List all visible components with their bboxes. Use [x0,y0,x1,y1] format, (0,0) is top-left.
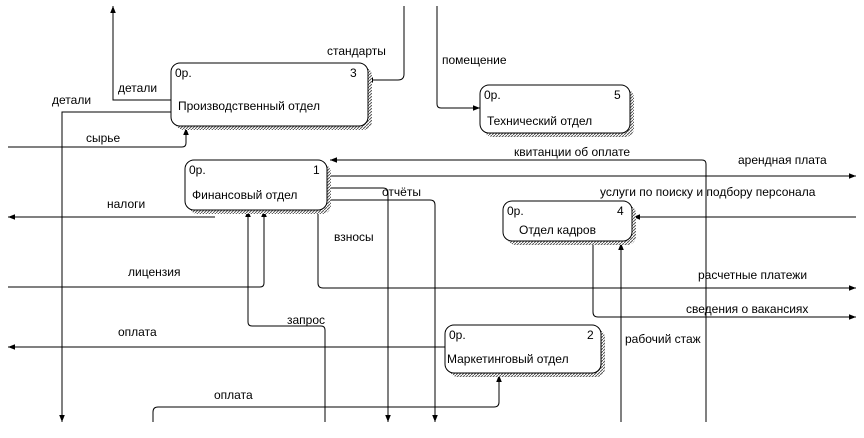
box-1-cost: 0р. [189,163,206,177]
arrow-details-down [59,111,172,422]
label-standards: стандарты [327,44,386,58]
box-5-number: 5 [614,88,621,102]
process-box-1: 0р. 1 Финансовый отдел [184,159,331,214]
arrow-payment-bottom [152,375,502,422]
box-5-cost: 0р. [484,88,501,102]
label-vacancy-info: сведения о вакансиях [686,302,808,316]
label-rent: арендная плата [738,153,827,167]
label-premises: помещение [442,53,507,67]
arrow-standards [366,6,405,83]
box-4-number: 4 [617,204,624,218]
arrow-vacancies [592,243,856,320]
arrow-reports [330,199,438,422]
label-raw-materials: сырье [86,131,121,145]
arrow-request [245,210,326,422]
arrow-labels: стандарты помещение детали детали сырье … [52,44,827,402]
arrows [8,6,856,422]
process-box-2: 0р. 2 Маркетинговый отдел [444,324,605,377]
box-2-cost: 0р. [449,328,466,342]
box-2-number: 2 [587,328,594,342]
process-box-3: 0р. 3 Производственный отдел [170,62,372,130]
label-details-outer: детали [52,93,91,107]
label-settlement-payments: расчетные платежи [698,268,807,282]
box-3-title: Производственный отдел [178,99,320,113]
arrow-payment-receipts [330,157,707,422]
box-1-number: 1 [313,163,320,177]
process-box-4: 0р. 4 Отдел кадров [502,200,636,245]
arrow-premises [436,6,480,111]
arrow-license [8,210,267,288]
label-contributions: взносы [334,230,374,244]
label-payment-receipts: квитанции об оплате [514,145,630,159]
box-3-number: 3 [350,66,357,80]
label-payment-bottom: оплата [214,388,253,402]
box-2-title: Маркетинговый отдел [447,352,569,366]
label-license: лицензия [128,265,180,279]
box-5-title: Технический отдел [487,114,592,128]
label-work-experience: рабочий стаж [625,332,701,346]
label-recruitment-services: услуги по поиску и подбору персонала [600,185,816,199]
process-box-5: 0р. 5 Технический отдел [479,84,634,137]
arrow-details-up [110,6,172,101]
label-payment-left: оплата [118,325,157,339]
label-taxes: налоги [107,197,145,211]
label-request: запрос [287,313,325,327]
box-4-title: Отдел кадров [519,223,596,237]
arrow-raw-materials [8,128,189,148]
label-details-inner: детали [118,81,157,95]
arrow-settlement [317,210,856,291]
box-1-title: Финансовый отдел [192,188,297,202]
arrow-contributions [330,187,391,422]
box-3-cost: 0р. [175,66,192,80]
box-4-cost: 0р. [507,204,524,218]
label-reports: отчёты [382,185,421,199]
